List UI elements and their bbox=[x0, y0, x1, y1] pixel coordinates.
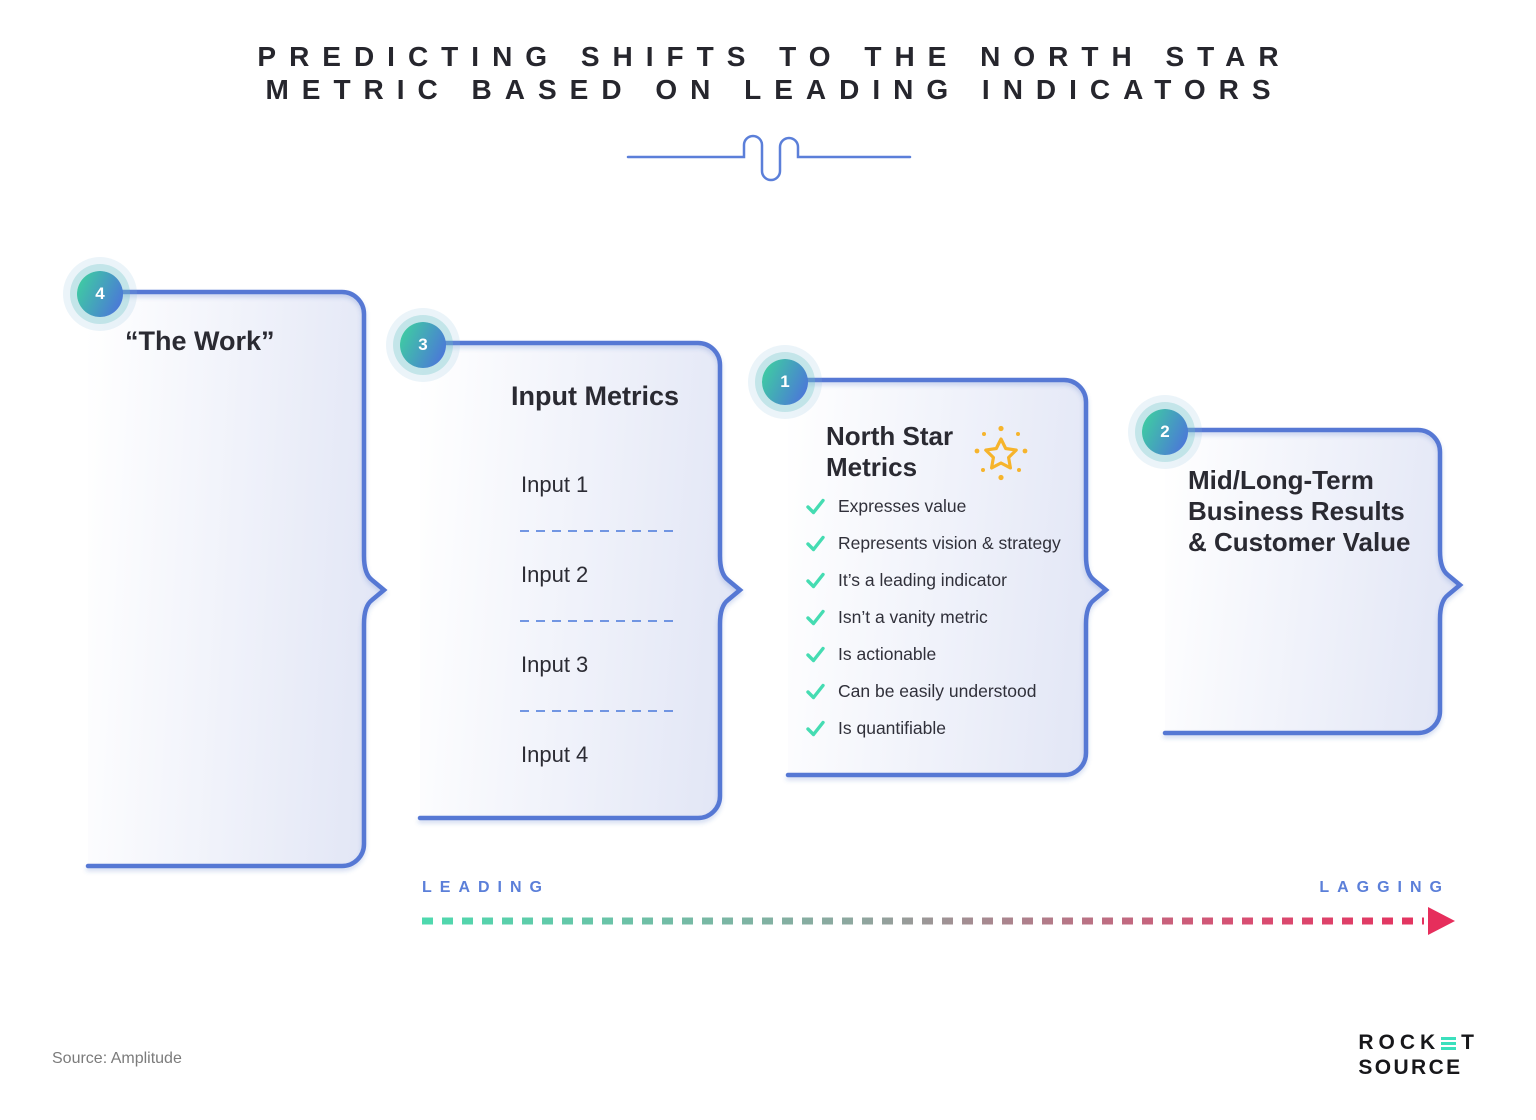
checklist-item: It’s a leading indicator bbox=[806, 568, 1061, 592]
pulse-divider bbox=[626, 134, 912, 182]
check-icon bbox=[806, 683, 825, 700]
check-icon bbox=[806, 535, 825, 552]
checklist-item: Expresses value bbox=[806, 494, 1061, 518]
check-icon bbox=[806, 572, 825, 589]
logo-e-bars-icon bbox=[1441, 1036, 1457, 1050]
checklist-item: Is actionable bbox=[806, 642, 1061, 666]
panel-work-border bbox=[85, 289, 388, 869]
panel-northstar-title-line2: Metrics bbox=[826, 452, 918, 482]
panel-results-title-line1: Mid/Long-Term bbox=[1188, 465, 1374, 495]
step-badge-4: 4 bbox=[77, 271, 123, 317]
input-separator bbox=[520, 710, 673, 712]
logo-rocket-pre: ROCK bbox=[1358, 1031, 1441, 1054]
panel-results-border bbox=[1162, 427, 1464, 736]
step-badge-3: 3 bbox=[400, 322, 446, 368]
input-metric-4: Input 4 bbox=[521, 742, 589, 767]
panel-results-title-line2: Business Results bbox=[1188, 496, 1405, 526]
timeline-arrowhead-icon bbox=[1428, 907, 1455, 935]
northstar-checklist: Expresses value Represents vision & stra… bbox=[806, 494, 1061, 740]
checklist-item-label: Isn’t a vanity metric bbox=[838, 607, 988, 627]
source-note: Source: Amplitude bbox=[52, 1050, 182, 1067]
panel-northstar-fill bbox=[788, 380, 1106, 775]
star-icon bbox=[974, 425, 1028, 481]
logo-rocket-row: ROCK T bbox=[1358, 1031, 1479, 1055]
rocketsource-logo: ROCK T SOURCE bbox=[1358, 1031, 1479, 1080]
panel-fills bbox=[88, 292, 1460, 866]
logo-rocket-post: T bbox=[1461, 1031, 1479, 1054]
checklist-item: Is quantifiable bbox=[806, 716, 1061, 740]
checklist-item-label: Expresses value bbox=[838, 496, 967, 516]
input-metric-1: Input 1 bbox=[521, 472, 589, 497]
check-icon bbox=[806, 498, 825, 515]
panel-results-fill bbox=[1165, 430, 1460, 733]
check-icon bbox=[806, 646, 825, 663]
page-title: PREDICTING SHIFTS TO THE NORTH STAR METR… bbox=[0, 40, 1536, 106]
panel-inputs-title: Input Metrics bbox=[511, 381, 680, 411]
panel-inputs-fill bbox=[420, 343, 740, 818]
panel-inputs-border bbox=[417, 340, 744, 821]
checklist-item-label: It’s a leading indicator bbox=[838, 570, 1007, 590]
input-metric-2: Input 2 bbox=[521, 562, 589, 587]
checklist-item: Isn’t a vanity metric bbox=[806, 605, 1061, 629]
step-badge-3-number: 3 bbox=[418, 335, 428, 354]
panel-northstar-title: North Star Metrics bbox=[826, 421, 953, 483]
check-icon bbox=[806, 609, 825, 626]
input-separator bbox=[520, 620, 673, 622]
input-separator bbox=[520, 530, 673, 532]
panel-work-title: “The Work” bbox=[125, 326, 275, 356]
logo-source-row: SOURCE bbox=[1358, 1056, 1463, 1079]
leading-label: LEADING bbox=[422, 879, 550, 896]
timeline-arrow bbox=[422, 907, 1455, 935]
step-badge-2-number: 2 bbox=[1160, 422, 1170, 441]
panel-borders bbox=[85, 289, 1464, 869]
input-metric-3: Input 3 bbox=[521, 652, 589, 677]
panel-northstar-title-line1: North Star bbox=[826, 421, 954, 451]
checklist-item: Can be easily understood bbox=[806, 679, 1061, 703]
checklist-item-label: Is quantifiable bbox=[838, 718, 946, 738]
page-title-line2: METRIC BASED ON LEADING INDICATORS bbox=[265, 74, 1284, 105]
checklist-item: Represents vision & strategy bbox=[806, 531, 1061, 555]
check-icon bbox=[806, 720, 825, 737]
checklist-item-label: Can be easily understood bbox=[838, 681, 1037, 701]
page-title-line1: PREDICTING SHIFTS TO THE NORTH STAR bbox=[257, 41, 1292, 72]
step-badge-1-number: 1 bbox=[780, 372, 790, 391]
panel-work-fill bbox=[88, 292, 384, 866]
checklist-item-label: Is actionable bbox=[838, 644, 937, 664]
panel-results-title-line3: & Customer Value bbox=[1188, 527, 1411, 557]
step-badge-1: 1 bbox=[762, 359, 808, 405]
panel-results-title: Mid/Long-Term Business Results & Custome… bbox=[1188, 465, 1411, 558]
step-badge-4-number: 4 bbox=[95, 284, 105, 303]
checklist-item-label: Represents vision & strategy bbox=[838, 533, 1061, 553]
lagging-label: LAGGING bbox=[1319, 879, 1450, 896]
step-badge-2: 2 bbox=[1142, 409, 1188, 455]
panel-northstar-border bbox=[785, 377, 1110, 778]
